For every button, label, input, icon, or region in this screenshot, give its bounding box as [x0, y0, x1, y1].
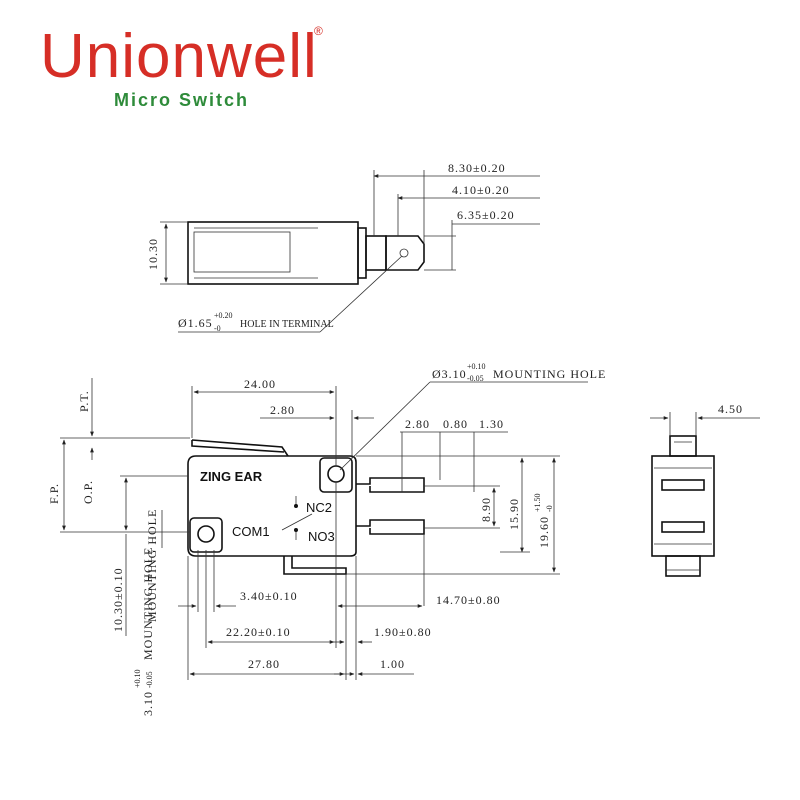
- mount-tol-lower: -0.05: [467, 374, 484, 383]
- registered-mark: ®: [314, 24, 323, 38]
- top-height-label: 10.30: [146, 238, 160, 270]
- nc-label: NC2: [306, 500, 332, 515]
- top-body: [187, 221, 359, 285]
- top-hole-tol-lower: -0: [214, 324, 221, 333]
- mounting-hole-bottom: [197, 525, 215, 543]
- dim-2780: 27.80: [248, 657, 280, 671]
- top-hole-note: HOLE IN TERMINAL: [240, 319, 334, 330]
- terminal-com: [283, 556, 347, 575]
- dim-v310-tol-upper: +0.10: [133, 669, 142, 688]
- dim-1960-tol-upper: +1.50: [533, 493, 542, 512]
- top-hole-prefix: Ø1.65: [178, 316, 213, 330]
- dim-1960: 19.60: [537, 516, 551, 548]
- top-dim-635: 6.35±0.20: [457, 208, 515, 222]
- mount-note: MOUNTING HOLE: [493, 367, 606, 381]
- dim-t3: 1.30: [479, 417, 504, 431]
- dim-v1030: 10.30±0.10: [111, 567, 125, 632]
- brand-name: Unionwell: [40, 22, 318, 91]
- dim-2220: 22.20±0.10: [226, 625, 291, 639]
- side-terminal: [665, 555, 701, 577]
- top-hole-tol-upper: +0.20: [214, 311, 233, 320]
- front-body: [187, 455, 357, 557]
- top-window: [193, 231, 291, 273]
- top-dim-830: 8.30±0.20: [448, 161, 506, 175]
- top-view: 10.30 8.30±0.20 4.10±0.20 6.35±0.20 Ø1.6…: [146, 161, 540, 333]
- terminal-nc: [356, 477, 425, 493]
- dim-280: 2.80: [270, 403, 295, 417]
- com-label: COM1: [232, 524, 270, 539]
- actuator-lever: [191, 439, 289, 457]
- dim-340: 3.40±0.10: [240, 589, 298, 603]
- body-brand-label: ZING EAR: [200, 469, 263, 484]
- top-terminal: [365, 235, 387, 271]
- dim-1960-tol-lower: -0: [545, 505, 554, 512]
- side-width-label: 4.50: [718, 402, 743, 416]
- front-view: ZING EAR NC2 COM1 NO3 24.00 2.80 Ø3.10 +…: [47, 362, 606, 716]
- dim-1470: 14.70±0.80: [436, 593, 501, 607]
- side-view: 4.50: [650, 402, 760, 577]
- dim-100: 1.00: [380, 657, 405, 671]
- terminal-no: [356, 519, 425, 535]
- dim-190: 1.90±0.80: [374, 625, 432, 639]
- top-dim-410: 4.10±0.20: [452, 183, 510, 197]
- mount-tol-upper: +0.10: [467, 362, 486, 371]
- top-tab: [385, 235, 425, 271]
- dim-v310-tol-lower: -0.05: [145, 671, 154, 688]
- dim-v310: 3.10: [141, 691, 155, 716]
- dim-t2: 0.80: [443, 417, 468, 431]
- dim-v1030-note: MOUNTING HOLE: [145, 509, 159, 622]
- side-body: [651, 455, 715, 557]
- dim-v310-note: MOUNTING HOLE: [141, 547, 155, 660]
- dim-op: O.P.: [81, 480, 95, 504]
- dim-pt: P.T.: [77, 390, 91, 412]
- dim-fp: F.P.: [47, 483, 61, 504]
- dim-1590: 15.90: [507, 498, 521, 530]
- brand-logo: Unionwell ® Micro Switch: [40, 22, 340, 111]
- mount-prefix: Ø3.10: [432, 367, 467, 381]
- side-actuator: [669, 435, 697, 457]
- no-label: NO3: [308, 529, 335, 544]
- dim-t1: 2.80: [405, 417, 430, 431]
- brand-subtitle: Micro Switch: [114, 90, 250, 110]
- dim-24: 24.00: [244, 377, 276, 391]
- dim-890: 8.90: [479, 497, 493, 522]
